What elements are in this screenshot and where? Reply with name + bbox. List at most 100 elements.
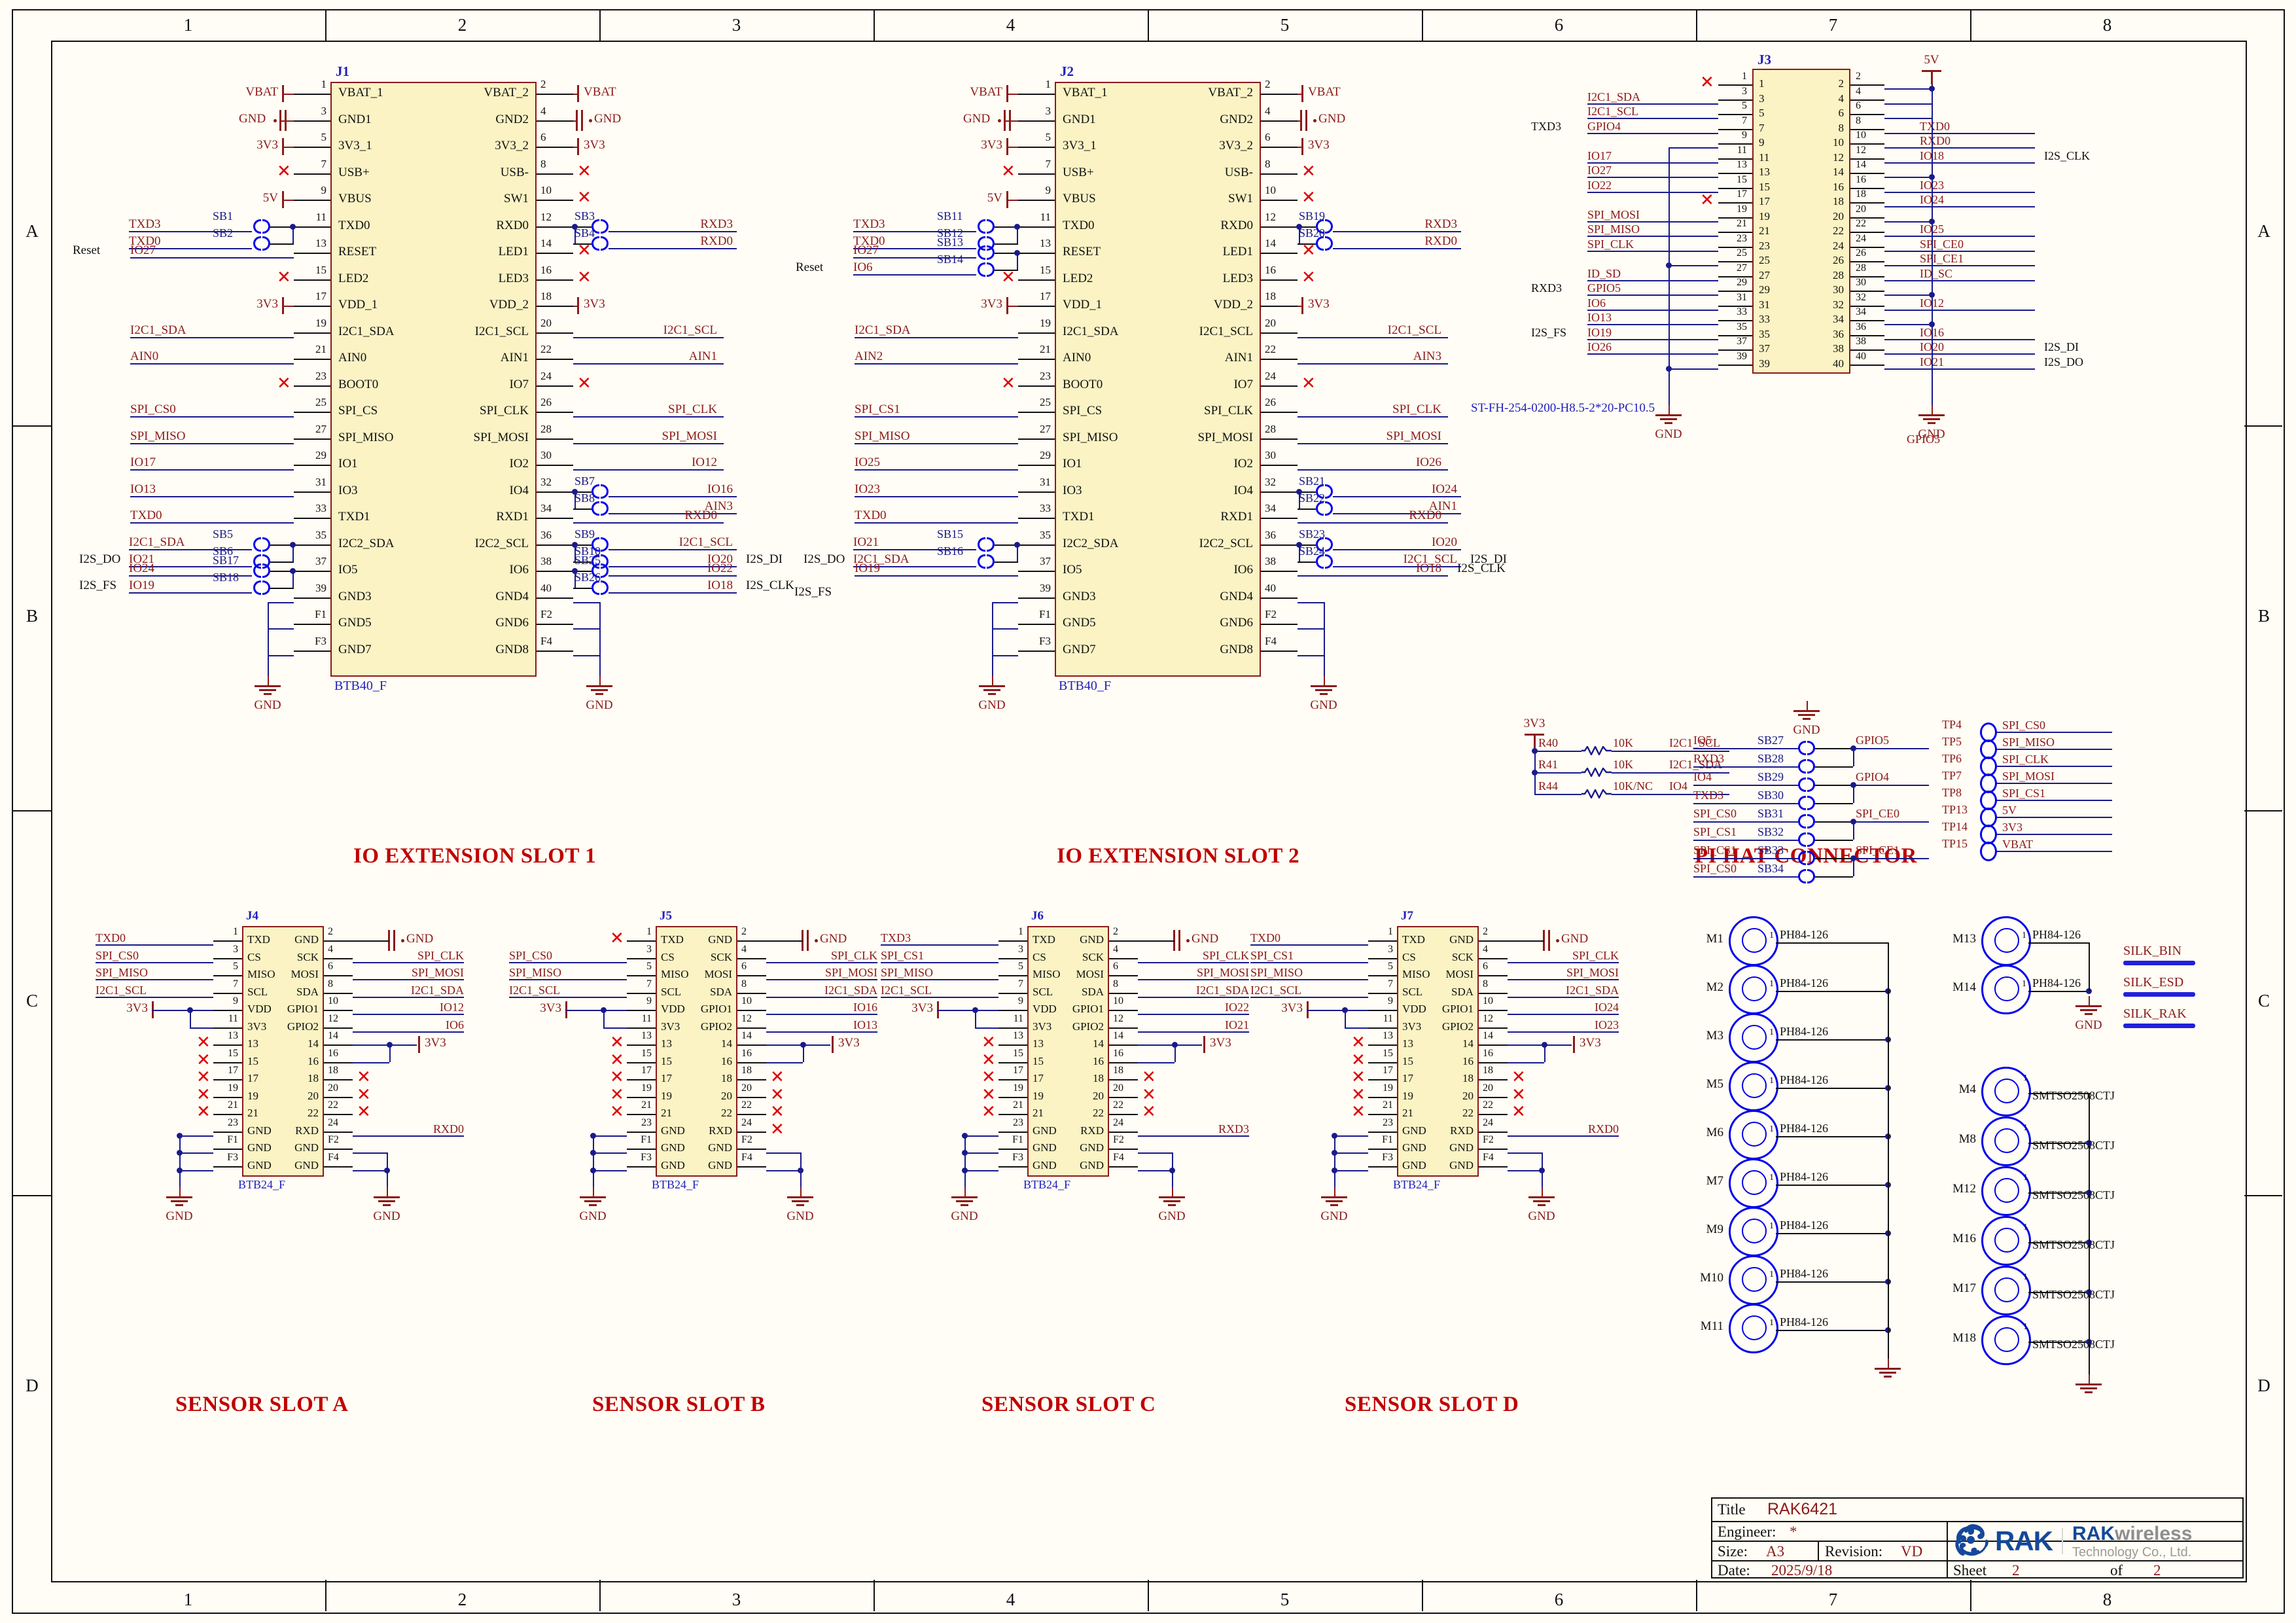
net-label: IO16 — [853, 1001, 877, 1014]
net-label: RXD3 — [1218, 1122, 1249, 1135]
solder-bridge-symbol[interactable] — [1316, 484, 1333, 499]
wire-segment — [1718, 173, 1752, 174]
solder-bridge-symbol[interactable] — [1798, 869, 1815, 883]
wire-segment — [998, 1010, 1027, 1011]
net-wire — [1333, 565, 1461, 567]
pin-name: GND7 — [1063, 642, 1096, 656]
pin-name: CS — [1033, 950, 1046, 963]
wire-segment — [1018, 200, 1055, 201]
pin-name: GND1 — [1063, 112, 1096, 126]
solder-bridge-symbol[interactable] — [1798, 759, 1815, 774]
pin-name: GPIO2 — [1441, 1020, 1474, 1033]
pin-name: SCK — [710, 950, 732, 963]
pin-number: F3 — [1012, 1151, 1023, 1163]
solder-bridge-symbol[interactable] — [1316, 537, 1333, 552]
solder-bridge-symbol[interactable] — [978, 219, 995, 234]
no-connect-marker — [1351, 1106, 1364, 1119]
solder-bridge-symbol[interactable] — [253, 537, 270, 552]
net-label: SPI_MOSI — [824, 966, 877, 979]
wire-segment — [995, 544, 1018, 546]
solder-bridge-symbol[interactable] — [1798, 832, 1815, 847]
solder-bridge-symbol[interactable] — [253, 236, 270, 251]
solder-bridge-symbol[interactable] — [1316, 236, 1333, 251]
solder-bridge-symbol[interactable] — [1316, 219, 1333, 234]
wire-junction-dot — [572, 541, 578, 548]
solder-bridge-symbol[interactable] — [1798, 851, 1815, 865]
pin-name: AIN1 — [500, 351, 529, 365]
net-label: RXD0 — [1424, 234, 1457, 248]
pin-name: SCK — [1082, 950, 1104, 963]
test-point-symbol[interactable] — [1980, 842, 1997, 861]
solder-bridge-symbol[interactable] — [1316, 501, 1333, 516]
resistor-value: 10K — [1613, 758, 1633, 771]
net-wire — [1298, 575, 1448, 577]
solder-bridge-symbol[interactable] — [253, 580, 270, 595]
solder-bridge-symbol[interactable] — [253, 219, 270, 234]
pin-number: 40 — [1265, 581, 1276, 594]
pin-name: VDD — [1402, 1003, 1426, 1015]
zone-col-mark-top: 2 — [457, 15, 467, 35]
gnd-net-label: GND — [1318, 111, 1346, 126]
wire-segment — [1261, 306, 1298, 307]
solder-bridge-symbol[interactable] — [592, 219, 609, 234]
silk-label: SILK_RAK — [2123, 1007, 2187, 1021]
net-wire — [1997, 834, 2112, 835]
solder-bridge-symbol[interactable] — [592, 563, 609, 578]
pin-name: 22 — [308, 1107, 319, 1119]
pin-number: F4 — [741, 1151, 752, 1163]
solder-bridge-symbol[interactable] — [592, 484, 609, 499]
solder-bridge-symbol[interactable] — [1798, 741, 1815, 755]
solder-bridge-symbol[interactable] — [1798, 814, 1815, 829]
net-wire — [1693, 785, 1798, 786]
pin-name: IO1 — [338, 457, 358, 471]
no-connect-marker — [610, 1089, 623, 1102]
ground-label: GND — [254, 698, 281, 712]
net-wire — [1587, 236, 1718, 237]
solder-bridge-symbol[interactable] — [1316, 554, 1333, 569]
wire-segment — [1479, 1027, 1508, 1029]
net-label: ID_SC — [1920, 266, 1953, 280]
net-wire — [881, 961, 998, 963]
connector-refdes: J1 — [336, 63, 349, 79]
mounting-hole-pin: 1 — [2023, 1322, 2028, 1332]
net-wire — [1333, 230, 1461, 232]
mounting-hole-part: SMTSO2508CTJ — [2032, 1188, 2115, 1202]
net-label: I2C1_SCL — [1387, 323, 1441, 337]
pin-name: GND — [1033, 1158, 1057, 1171]
wire-segment — [1718, 276, 1752, 277]
wire-segment — [294, 279, 330, 281]
of-value: 2 — [2153, 1562, 2161, 1578]
solder-bridge-symbol[interactable] — [978, 262, 995, 277]
net-wire — [1587, 353, 1718, 355]
wire-junction-dot — [1014, 541, 1020, 548]
sb-left-net: SPI_CS1 — [1693, 844, 1737, 857]
wire-segment — [737, 957, 766, 959]
resistor-value: 10K — [1613, 736, 1633, 749]
solder-bridge-symbol[interactable] — [253, 563, 270, 578]
size-label: Size: — [1718, 1543, 1748, 1560]
wire-segment — [537, 385, 573, 387]
solder-bridge-symbol[interactable] — [592, 580, 609, 595]
net-label: IO16 — [707, 482, 733, 496]
solder-bridge-symbol[interactable] — [978, 245, 995, 260]
solder-bridge-symbol[interactable] — [592, 501, 609, 516]
wire-segment — [1298, 491, 1316, 493]
net-label: IO27 — [1587, 164, 1612, 177]
pin-name: GND — [294, 1158, 319, 1171]
pin-number: 29 — [1040, 449, 1051, 461]
solder-bridge-symbol[interactable] — [978, 554, 995, 569]
net-wire — [603, 1027, 627, 1029]
power-net-label: 5V — [262, 191, 278, 205]
net-wire — [1884, 191, 2035, 193]
solder-bridge-symbol[interactable] — [1798, 777, 1815, 792]
solder-bridge-symbol[interactable] — [978, 537, 995, 552]
solder-bridge-symbol[interactable] — [1798, 796, 1815, 810]
net-wire — [766, 1014, 877, 1015]
wire-segment — [1368, 1044, 1397, 1046]
solder-bridge-symbol[interactable] — [592, 537, 609, 552]
pin-number: 13 — [1013, 1030, 1023, 1041]
solder-bridge-symbol[interactable] — [592, 236, 609, 251]
no-connect-marker — [981, 1037, 995, 1050]
net-label: AIN2 — [855, 349, 883, 363]
wire-segment — [537, 571, 573, 572]
